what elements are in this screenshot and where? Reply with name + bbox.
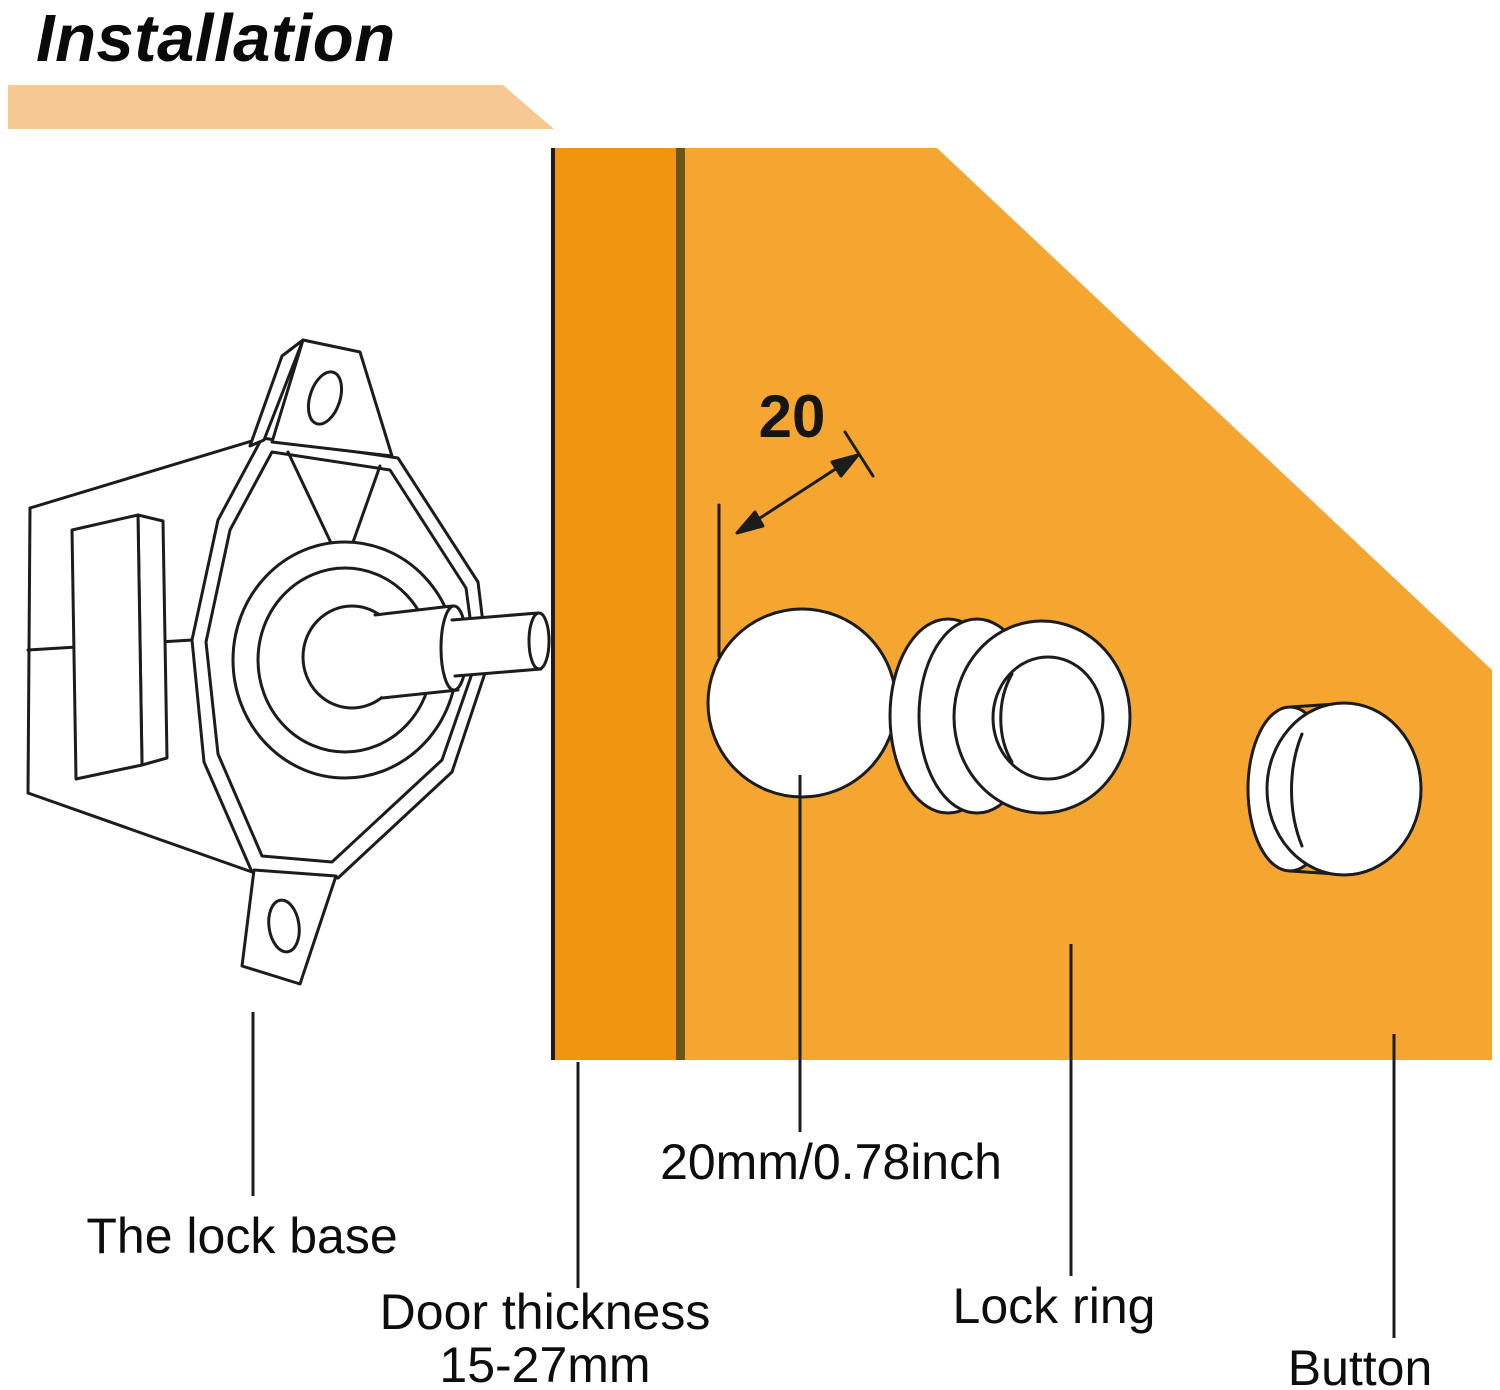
label-lock-base: The lock base <box>86 1208 398 1264</box>
label-hole-size: 20mm/0.78inch <box>660 1134 1002 1190</box>
door-hole-drawing <box>706 607 898 799</box>
faceplate-inner-outline <box>204 450 478 864</box>
latch-front <box>70 513 144 781</box>
page-title: Installation <box>36 1 396 76</box>
label-lock-ring: Lock ring <box>952 1278 1156 1334</box>
door-shadow-line <box>676 148 685 1060</box>
hole-dimension-arrow <box>717 430 875 658</box>
ring-hole <box>991 655 1105 781</box>
label-door-thickness-line2: 15-27mm <box>439 1337 651 1390</box>
button-bevel <box>1290 732 1304 848</box>
door-edge-line <box>551 148 555 1060</box>
bottom-screw-hole <box>267 898 301 954</box>
top-ear-side <box>248 338 305 448</box>
label-button: Button <box>1287 1340 1433 1390</box>
top-screw-hole <box>306 370 344 426</box>
button-face <box>1265 701 1423 877</box>
arrowhead-left <box>735 510 765 535</box>
label-door-thickness: Door thickness 15-27mm <box>380 1286 711 1390</box>
label-door-thickness-line1: Door thickness <box>379 1284 711 1340</box>
lock-base-drawing <box>26 338 551 986</box>
ring-hole-shading <box>999 672 1014 764</box>
pin-cap <box>527 611 551 671</box>
door-hole-circle <box>706 607 898 799</box>
dimension-value: 20 <box>758 383 826 450</box>
lock-ring-drawing <box>888 617 1132 815</box>
panel-shape <box>685 148 1492 1060</box>
button-drawing <box>1246 701 1423 877</box>
arrowhead-right <box>830 453 860 478</box>
door-strip <box>555 148 676 1060</box>
banner-shape <box>8 85 554 129</box>
leader-lines <box>251 775 1396 1338</box>
